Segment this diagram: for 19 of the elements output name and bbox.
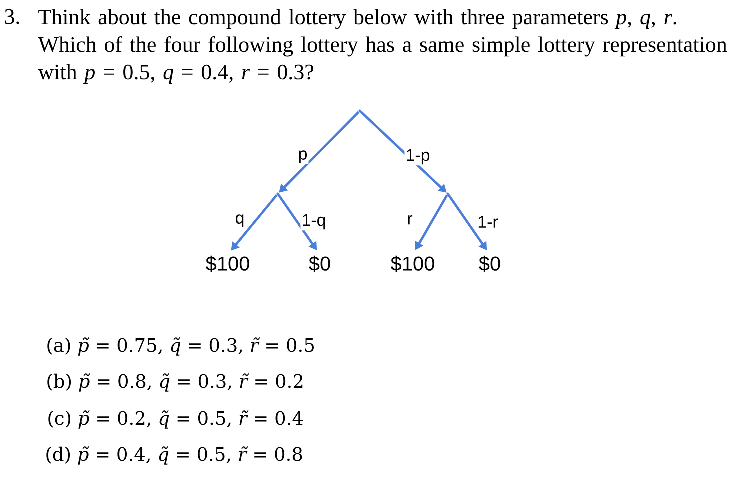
answer-option: (c) p̃ = 0.2, q̃ = 0.5, r̃ = 0.4 bbox=[48, 410, 304, 429]
probability-label: 1-q bbox=[300, 213, 328, 231]
payoff-label: $0 bbox=[309, 256, 330, 272]
probability-label: r bbox=[406, 214, 414, 226]
probability-label: p bbox=[297, 150, 309, 164]
payoff-label: $100 bbox=[206, 256, 250, 272]
answer-option: (a) p̃ = 0.75, q̃ = 0.3, r̃ = 0.5 bbox=[48, 338, 314, 356]
payoff-label: $0 bbox=[479, 256, 500, 272]
question-number: 3. bbox=[5, 9, 20, 24]
branch-point bbox=[276, 192, 280, 196]
branch-point bbox=[358, 110, 362, 112]
answer-option: (d) p̃ = 0.4, q̃ = 0.5, r̃ = 0.8 bbox=[46, 446, 302, 465]
answer-option: (b) p̃ = 0.8, q̃ = 0.3, r̃ = 0.2 bbox=[48, 374, 303, 392]
branch-point bbox=[446, 192, 450, 196]
probability-label: q bbox=[234, 214, 246, 228]
payoff-label: $100 bbox=[390, 256, 434, 272]
question-text: Think about the compound lottery below with three parameters p, q, r. Which of the four following lottery has a same simple lottery representation with p = 0.5, q = 0.4, r = 0.3? bbox=[38, 9, 728, 84]
probability-label: 1-r bbox=[476, 215, 500, 229]
probability-label: 1-p bbox=[404, 148, 432, 166]
